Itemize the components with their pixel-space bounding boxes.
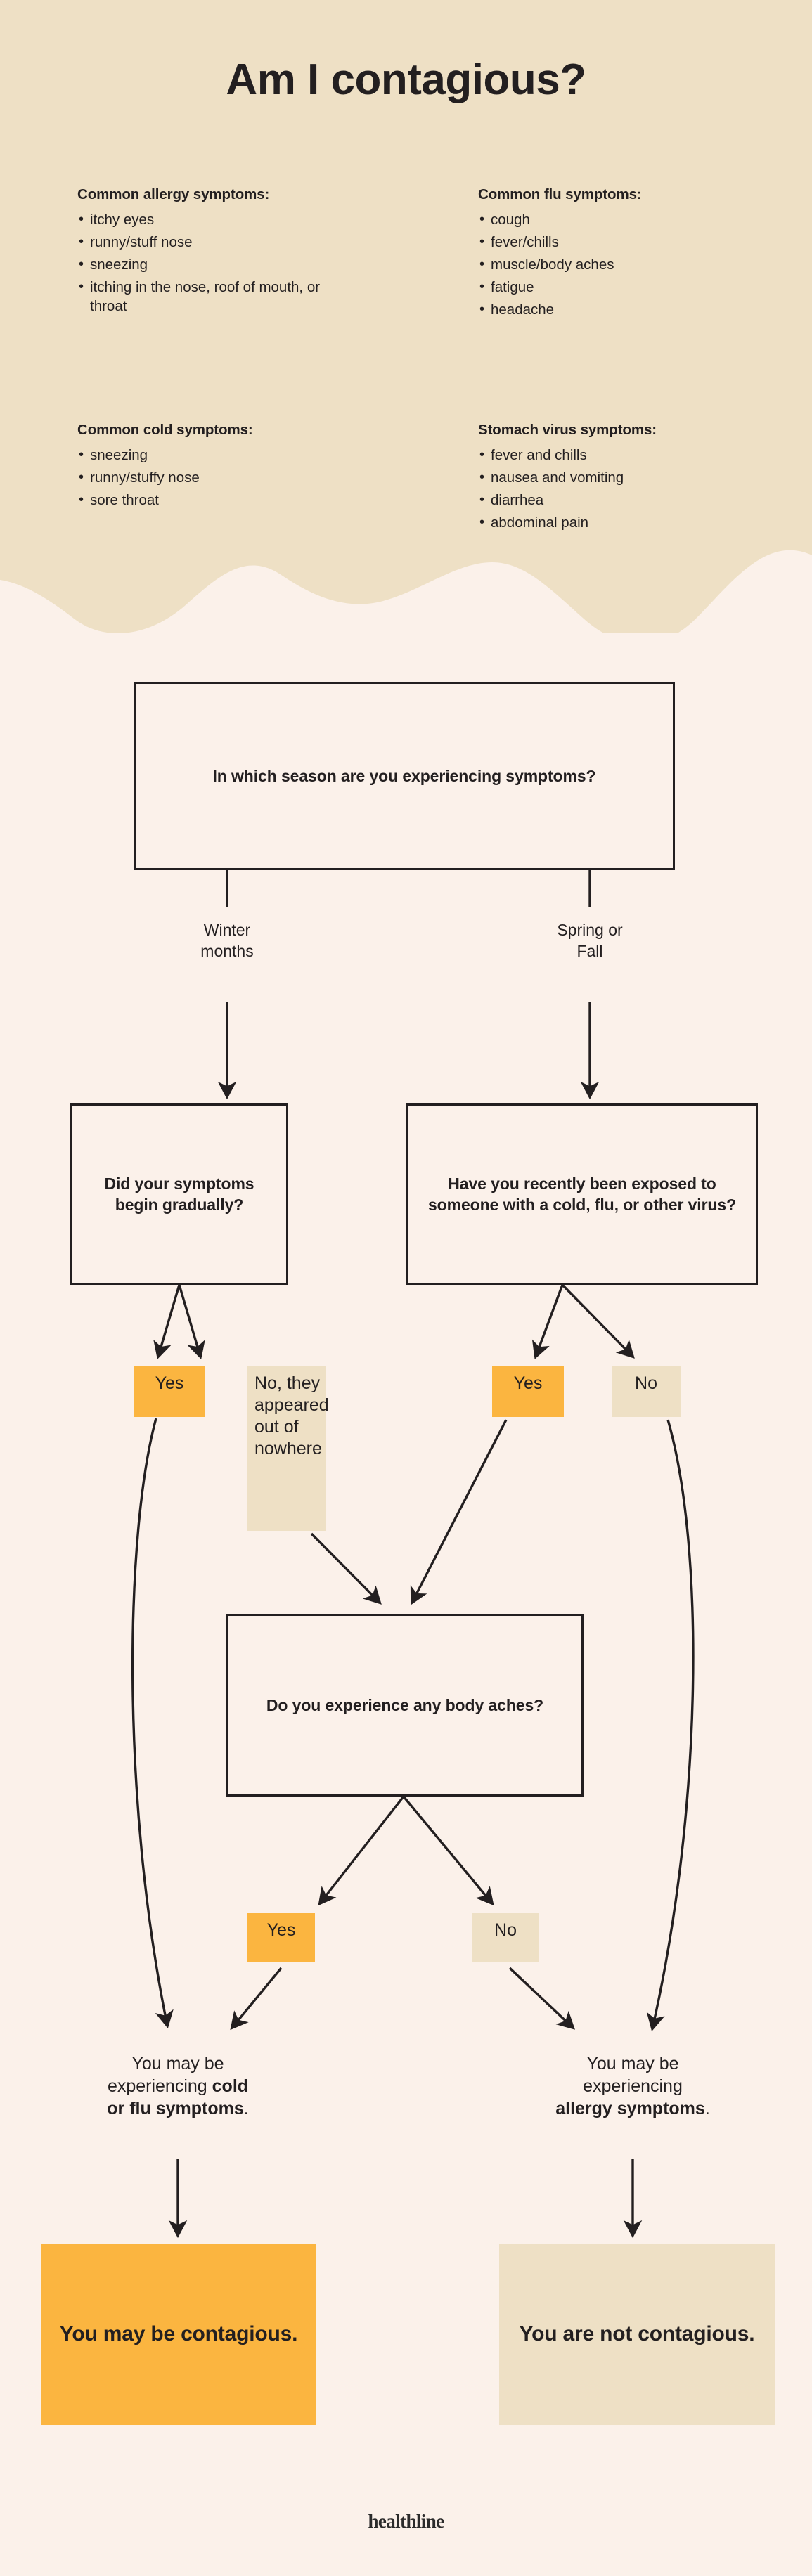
list-item: muscle/body aches: [478, 255, 801, 275]
chip-aches-yes-label: Yes: [266, 1920, 296, 1940]
list-item: runny/stuff nose: [77, 233, 401, 252]
list-item: diarrhea: [478, 491, 801, 510]
chip-exposed-no-label: No: [635, 1373, 657, 1393]
chip-gradual-yes-label: Yes: [155, 1373, 184, 1393]
outcome-allergy-line1: You may be: [586, 2054, 679, 2073]
question-box-body-aches-label: Do you experience any body aches?: [266, 1696, 544, 1714]
outcome-allergy: You may be experiencing allergy symptoms…: [534, 2052, 731, 2120]
list-item: fatigue: [478, 278, 801, 297]
symptom-group-allergy: Common allergy symptoms: itchy eyes runn…: [77, 186, 401, 320]
edge-label-spring-line1: Spring or: [557, 921, 623, 939]
result-box-contagious[interactable]: You may be contagious.: [41, 2244, 316, 2425]
symptom-list: fever and chills nausea and vomiting dia…: [478, 446, 801, 533]
chip-gradual-yes[interactable]: Yes: [134, 1366, 205, 1417]
question-box-season-label: In which season are you experiencing sym…: [212, 767, 596, 785]
outcome-allergy-bold: allergy symptoms: [555, 2099, 705, 2118]
symptom-group-heading: Stomach virus symptoms:: [478, 422, 657, 438]
symptom-list: itchy eyes runny/stuff nose sneezing itc…: [77, 210, 401, 316]
symptom-group-heading: Common flu symptoms:: [478, 186, 642, 202]
outcome-cold-or-flu-bold2: or flu symptoms: [107, 2099, 244, 2118]
outcome-cold-or-flu: You may be experiencing cold or flu symp…: [79, 2052, 276, 2120]
list-item: sneezing: [77, 446, 401, 465]
chip-exposed-no[interactable]: No: [612, 1366, 681, 1417]
edge-label-winter-line2: months: [200, 942, 254, 960]
edge-label-spring-fall: Spring or Fall: [534, 919, 646, 962]
arrow-exposed-to-no: [561, 1283, 635, 1359]
symptom-group-heading: Common cold symptoms:: [77, 422, 253, 438]
list-item: fever/chills: [478, 233, 801, 252]
list-item: abdominal pain: [478, 513, 801, 533]
chip-gradual-no-label: No, they appeared out of nowhere: [254, 1373, 329, 1458]
arrow-gradual-to-yes: [153, 1284, 181, 1359]
outcome-cold-or-flu-line1: You may be: [131, 2054, 224, 2073]
chip-gradual-no[interactable]: No, they appeared out of nowhere: [247, 1366, 329, 1531]
chip-exposed-yes-label: Yes: [513, 1373, 543, 1393]
question-box-season[interactable]: In which season are you experiencing sym…: [134, 682, 675, 870]
symptom-group-flu: Common flu symptoms: cough fever/chills …: [478, 186, 801, 323]
arrow-gradual-to-no: [178, 1284, 205, 1359]
edge-label-spring-line2: Fall: [576, 942, 603, 960]
arrow-aches-no-to-allergy: [508, 1967, 575, 2030]
list-item: sneezing: [77, 255, 401, 275]
chip-aches-no[interactable]: No: [472, 1913, 539, 1962]
question-box-body-aches[interactable]: Do you experience any body aches?: [226, 1614, 584, 1797]
list-item: nausea and vomiting: [478, 468, 801, 488]
page-title: Am I contagious?: [226, 56, 586, 104]
question-box-exposed-label: Have you recently been exposed to someon…: [427, 1174, 737, 1214]
arrow-gradual-no-to-aches: [310, 1532, 382, 1605]
outcome-allergy-period: .: [704, 2099, 710, 2118]
symptom-list: cough fever/chills muscle/body aches fat…: [478, 210, 801, 320]
chip-exposed-yes[interactable]: Yes: [492, 1366, 564, 1417]
symptom-group-stomach: Stomach virus symptoms: fever and chills…: [478, 422, 801, 536]
arrow-exposed-yes-to-aches: [410, 1419, 508, 1605]
result-box-contagious-label: You may be contagious.: [59, 2322, 298, 2345]
question-box-exposed[interactable]: Have you recently been exposed to someon…: [406, 1103, 758, 1285]
list-item: sore throat: [77, 491, 401, 510]
question-box-gradual[interactable]: Did your symptoms begin gradually?: [70, 1103, 288, 1285]
result-box-not-contagious-label: You are not contagious.: [519, 2322, 755, 2345]
chip-aches-no-label: No: [494, 1920, 517, 1940]
edge-label-winter: Winter months: [171, 919, 283, 962]
list-item: cough: [478, 210, 801, 230]
healthline-logo: healthline: [368, 2511, 444, 2532]
question-box-gradual-label: Did your symptoms begin gradually?: [104, 1174, 254, 1214]
result-box-not-contagious[interactable]: You are not contagious.: [499, 2244, 775, 2425]
curve-gradual-yes-to-cold-flu: [131, 1418, 174, 2028]
list-item: fever and chills: [478, 446, 801, 465]
list-item: itchy eyes: [77, 210, 401, 230]
arrow-aches-yes-to-cold-flu: [230, 1967, 283, 2031]
outcome-cold-or-flu-bold1: cold: [212, 2076, 249, 2096]
arrow-aches-to-yes: [318, 1795, 405, 1906]
curve-exposed-no-to-allergy: [646, 1419, 695, 2031]
edge-label-winter-line1: Winter: [203, 921, 251, 939]
list-item: runny/stuffy nose: [77, 468, 401, 488]
symptom-group-heading: Common allergy symptoms:: [77, 186, 270, 202]
list-item: headache: [478, 300, 801, 320]
chip-aches-yes[interactable]: Yes: [247, 1913, 315, 1962]
arrow-aches-to-no: [402, 1795, 494, 1906]
symptom-group-cold: Common cold symptoms: sneezing runny/stu…: [77, 422, 401, 514]
outcome-cold-or-flu-line2a: experiencing: [107, 2076, 212, 2096]
list-item: itching in the nose, roof of mouth, or t…: [77, 278, 322, 316]
outcome-cold-or-flu-period: .: [243, 2099, 249, 2118]
arrow-exposed-to-yes: [531, 1284, 564, 1359]
outcome-allergy-line2: experiencing: [583, 2076, 683, 2096]
symptom-list: sneezing runny/stuffy nose sore throat: [77, 446, 401, 510]
